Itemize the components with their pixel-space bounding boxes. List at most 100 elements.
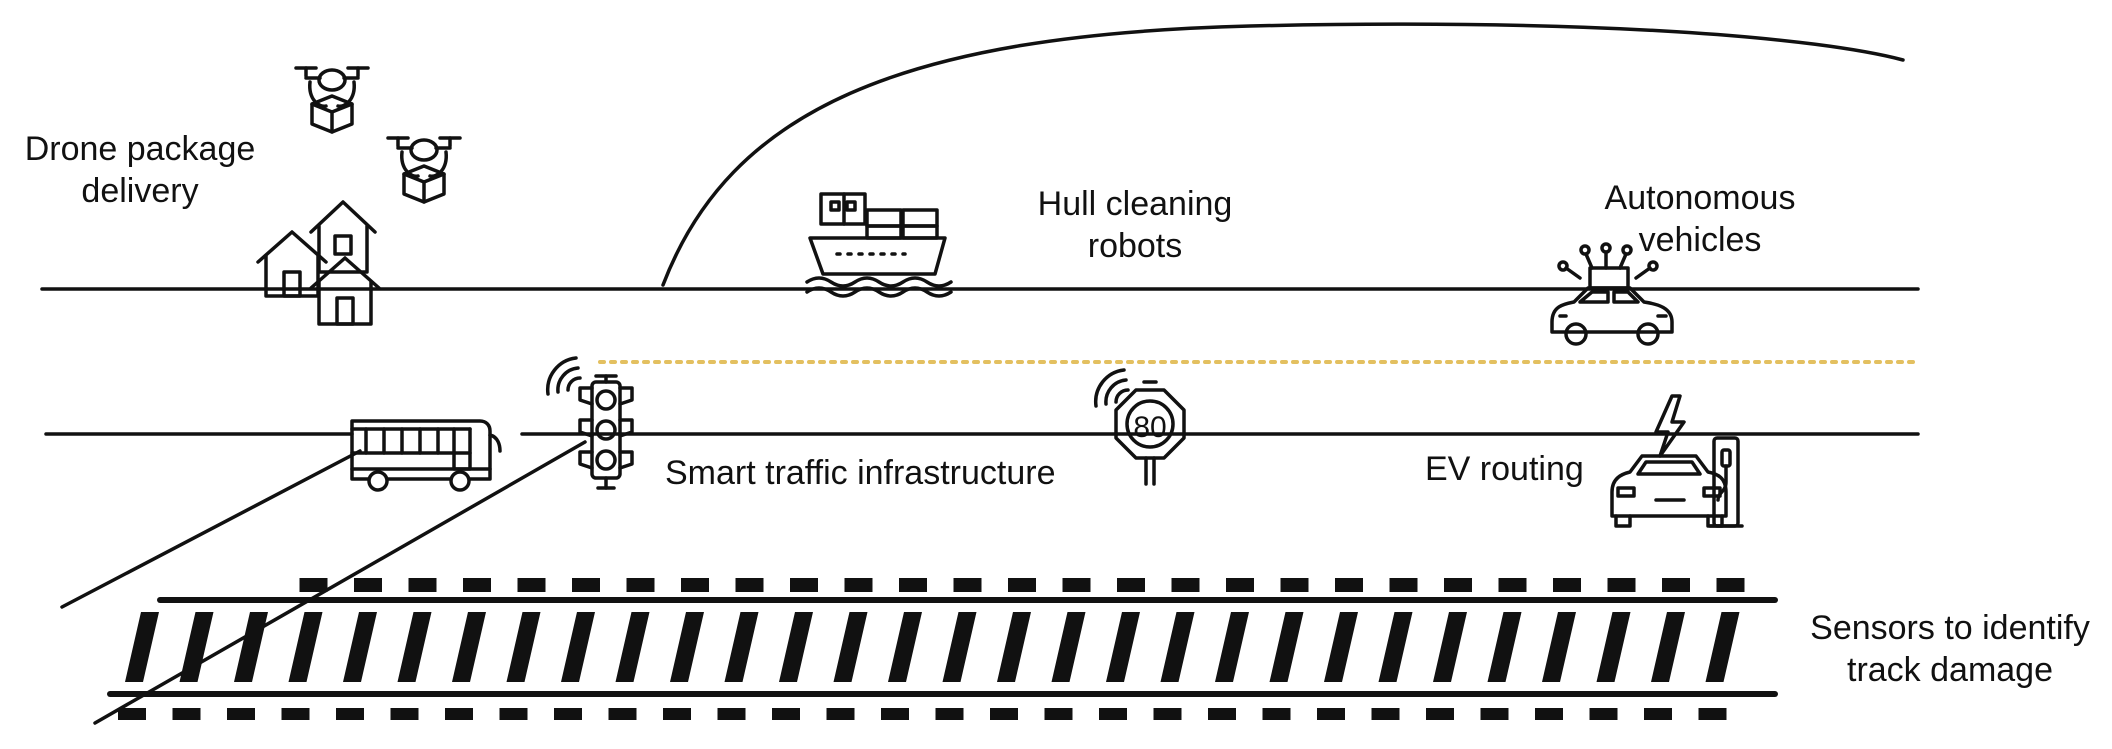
- label-line: EV routing: [1425, 450, 1584, 488]
- rail-tie-bottom: [445, 708, 473, 720]
- label-hull-cleaning-robots: Hull cleaning robots: [1010, 183, 1260, 267]
- label-track-damage-sensors: Sensors to identify track damage: [1795, 607, 2105, 691]
- label-drone-package-delivery: Drone package delivery: [10, 128, 270, 212]
- rail-tie: [1160, 612, 1195, 682]
- rail-tie: [1596, 612, 1631, 682]
- rail-tie-bottom: [663, 708, 691, 720]
- ship-icon: [805, 192, 953, 298]
- rail-tie: [1051, 612, 1086, 682]
- rail-tie-top: [1607, 578, 1636, 592]
- rail-tie-top: [1280, 578, 1309, 592]
- rail-tie-bottom: [1262, 708, 1291, 720]
- rail-tie: [724, 612, 759, 682]
- rail-tie: [343, 612, 377, 682]
- rail-tie-bottom: [772, 708, 800, 720]
- rail-tie: [452, 612, 486, 682]
- rail-tie-bottom: [554, 708, 582, 720]
- rail-tie-top: [844, 578, 873, 592]
- label-line: delivery: [81, 172, 199, 210]
- rail-tie-bottom: [1426, 708, 1454, 720]
- rail-tie-top: [681, 578, 709, 592]
- rail-tie: [1651, 612, 1685, 682]
- rail-tie: [1433, 612, 1467, 682]
- rail-tie-top: [1062, 578, 1091, 592]
- drone-icon: [386, 136, 462, 204]
- rail-tie-top: [1171, 578, 1200, 592]
- rail-tie-top: [1498, 578, 1527, 592]
- rail-tie: [833, 612, 868, 682]
- rail-tie: [1269, 612, 1304, 682]
- rail-tie: [615, 612, 650, 682]
- rail-tie-top: [354, 578, 382, 592]
- rail-tie-bottom: [826, 708, 855, 720]
- speed-sign-icon: [1114, 380, 1186, 486]
- rail-tie-bottom: [717, 708, 746, 720]
- rail-tie-bottom: [390, 708, 419, 720]
- rail-tie-bottom: [608, 708, 637, 720]
- rail-tie-top: [953, 578, 982, 592]
- rail-tie-top: [899, 578, 927, 592]
- autonomous-car-icon: [1550, 242, 1674, 346]
- wifi-signal-icon: [1093, 368, 1130, 408]
- rail-tie-top: [1008, 578, 1036, 592]
- horizon-arc: [661, 22, 1905, 287]
- rail-tie-bottom: [1153, 708, 1182, 720]
- rail-tie-top: [1716, 578, 1745, 592]
- rail-tie-bottom: [1371, 708, 1400, 720]
- wifi-signal-icon: [545, 356, 582, 396]
- label-line: Sensors to identify: [1810, 609, 2090, 647]
- rail-tie-bottom: [935, 708, 964, 720]
- rail-tie: [561, 612, 595, 682]
- rail-tie: [506, 612, 541, 682]
- drone-icon: [294, 66, 370, 134]
- rail-tie: [888, 612, 922, 682]
- rail-tie-top: [572, 578, 600, 592]
- rail-tie-top: [408, 578, 437, 592]
- rail-tie: [779, 612, 813, 682]
- rail-tie: [942, 612, 977, 682]
- rail-tie-bottom: [1480, 708, 1509, 720]
- label-line: robots: [1087, 227, 1183, 265]
- rail-tie-top: [626, 578, 655, 592]
- rail-tie-bottom: [281, 708, 310, 720]
- rail-tie: [1705, 612, 1740, 682]
- label-ev-routing: EV routing: [1425, 448, 1595, 490]
- rail-tie: [670, 612, 704, 682]
- perspective-road-left: [60, 449, 362, 609]
- rail-tie-top: [1335, 578, 1363, 592]
- house-icon: [309, 200, 377, 274]
- rail-tie-bottom: [1317, 708, 1345, 720]
- rail-tie-top: [1117, 578, 1145, 592]
- rail-tie-bottom: [172, 708, 201, 720]
- rail-tie-top: [1389, 578, 1418, 592]
- label-smart-traffic-infrastructure: Smart traffic infrastructure: [665, 452, 1095, 494]
- label-autonomous-vehicles: Autonomous vehicles: [1575, 177, 1825, 261]
- rail-tie: [1542, 612, 1576, 682]
- rail-tie-bottom: [990, 708, 1018, 720]
- label-line: Autonomous: [1604, 179, 1796, 217]
- rail-tie-top: [1662, 578, 1690, 592]
- rail-tie: [1106, 612, 1140, 682]
- rail-tie-top: [463, 578, 491, 592]
- rail-tie: [125, 612, 159, 682]
- label-line: vehicles: [1638, 221, 1762, 259]
- rail-tie-bottom: [1044, 708, 1073, 720]
- rail-tie-bottom: [227, 708, 255, 720]
- rail-tie: [1378, 612, 1413, 682]
- rail-tie: [997, 612, 1031, 682]
- traffic-light-icon: [578, 374, 634, 490]
- rail-tie-top: [1226, 578, 1254, 592]
- rail-tie-top: [517, 578, 546, 592]
- rail-tie-bottom: [118, 708, 146, 720]
- package-icon: [402, 164, 446, 204]
- rail-tie-bottom: [881, 708, 909, 720]
- perspective-road-right: [93, 440, 587, 725]
- rail-tie-top: [299, 578, 328, 592]
- label-line: Hull cleaning: [1037, 185, 1233, 223]
- rail-tie-bottom: [1698, 708, 1727, 720]
- rail-tie-bottom: [1644, 708, 1672, 720]
- rail-tie-top: [790, 578, 818, 592]
- railway-track-icon: [107, 578, 1778, 720]
- bus-icon: [350, 419, 502, 492]
